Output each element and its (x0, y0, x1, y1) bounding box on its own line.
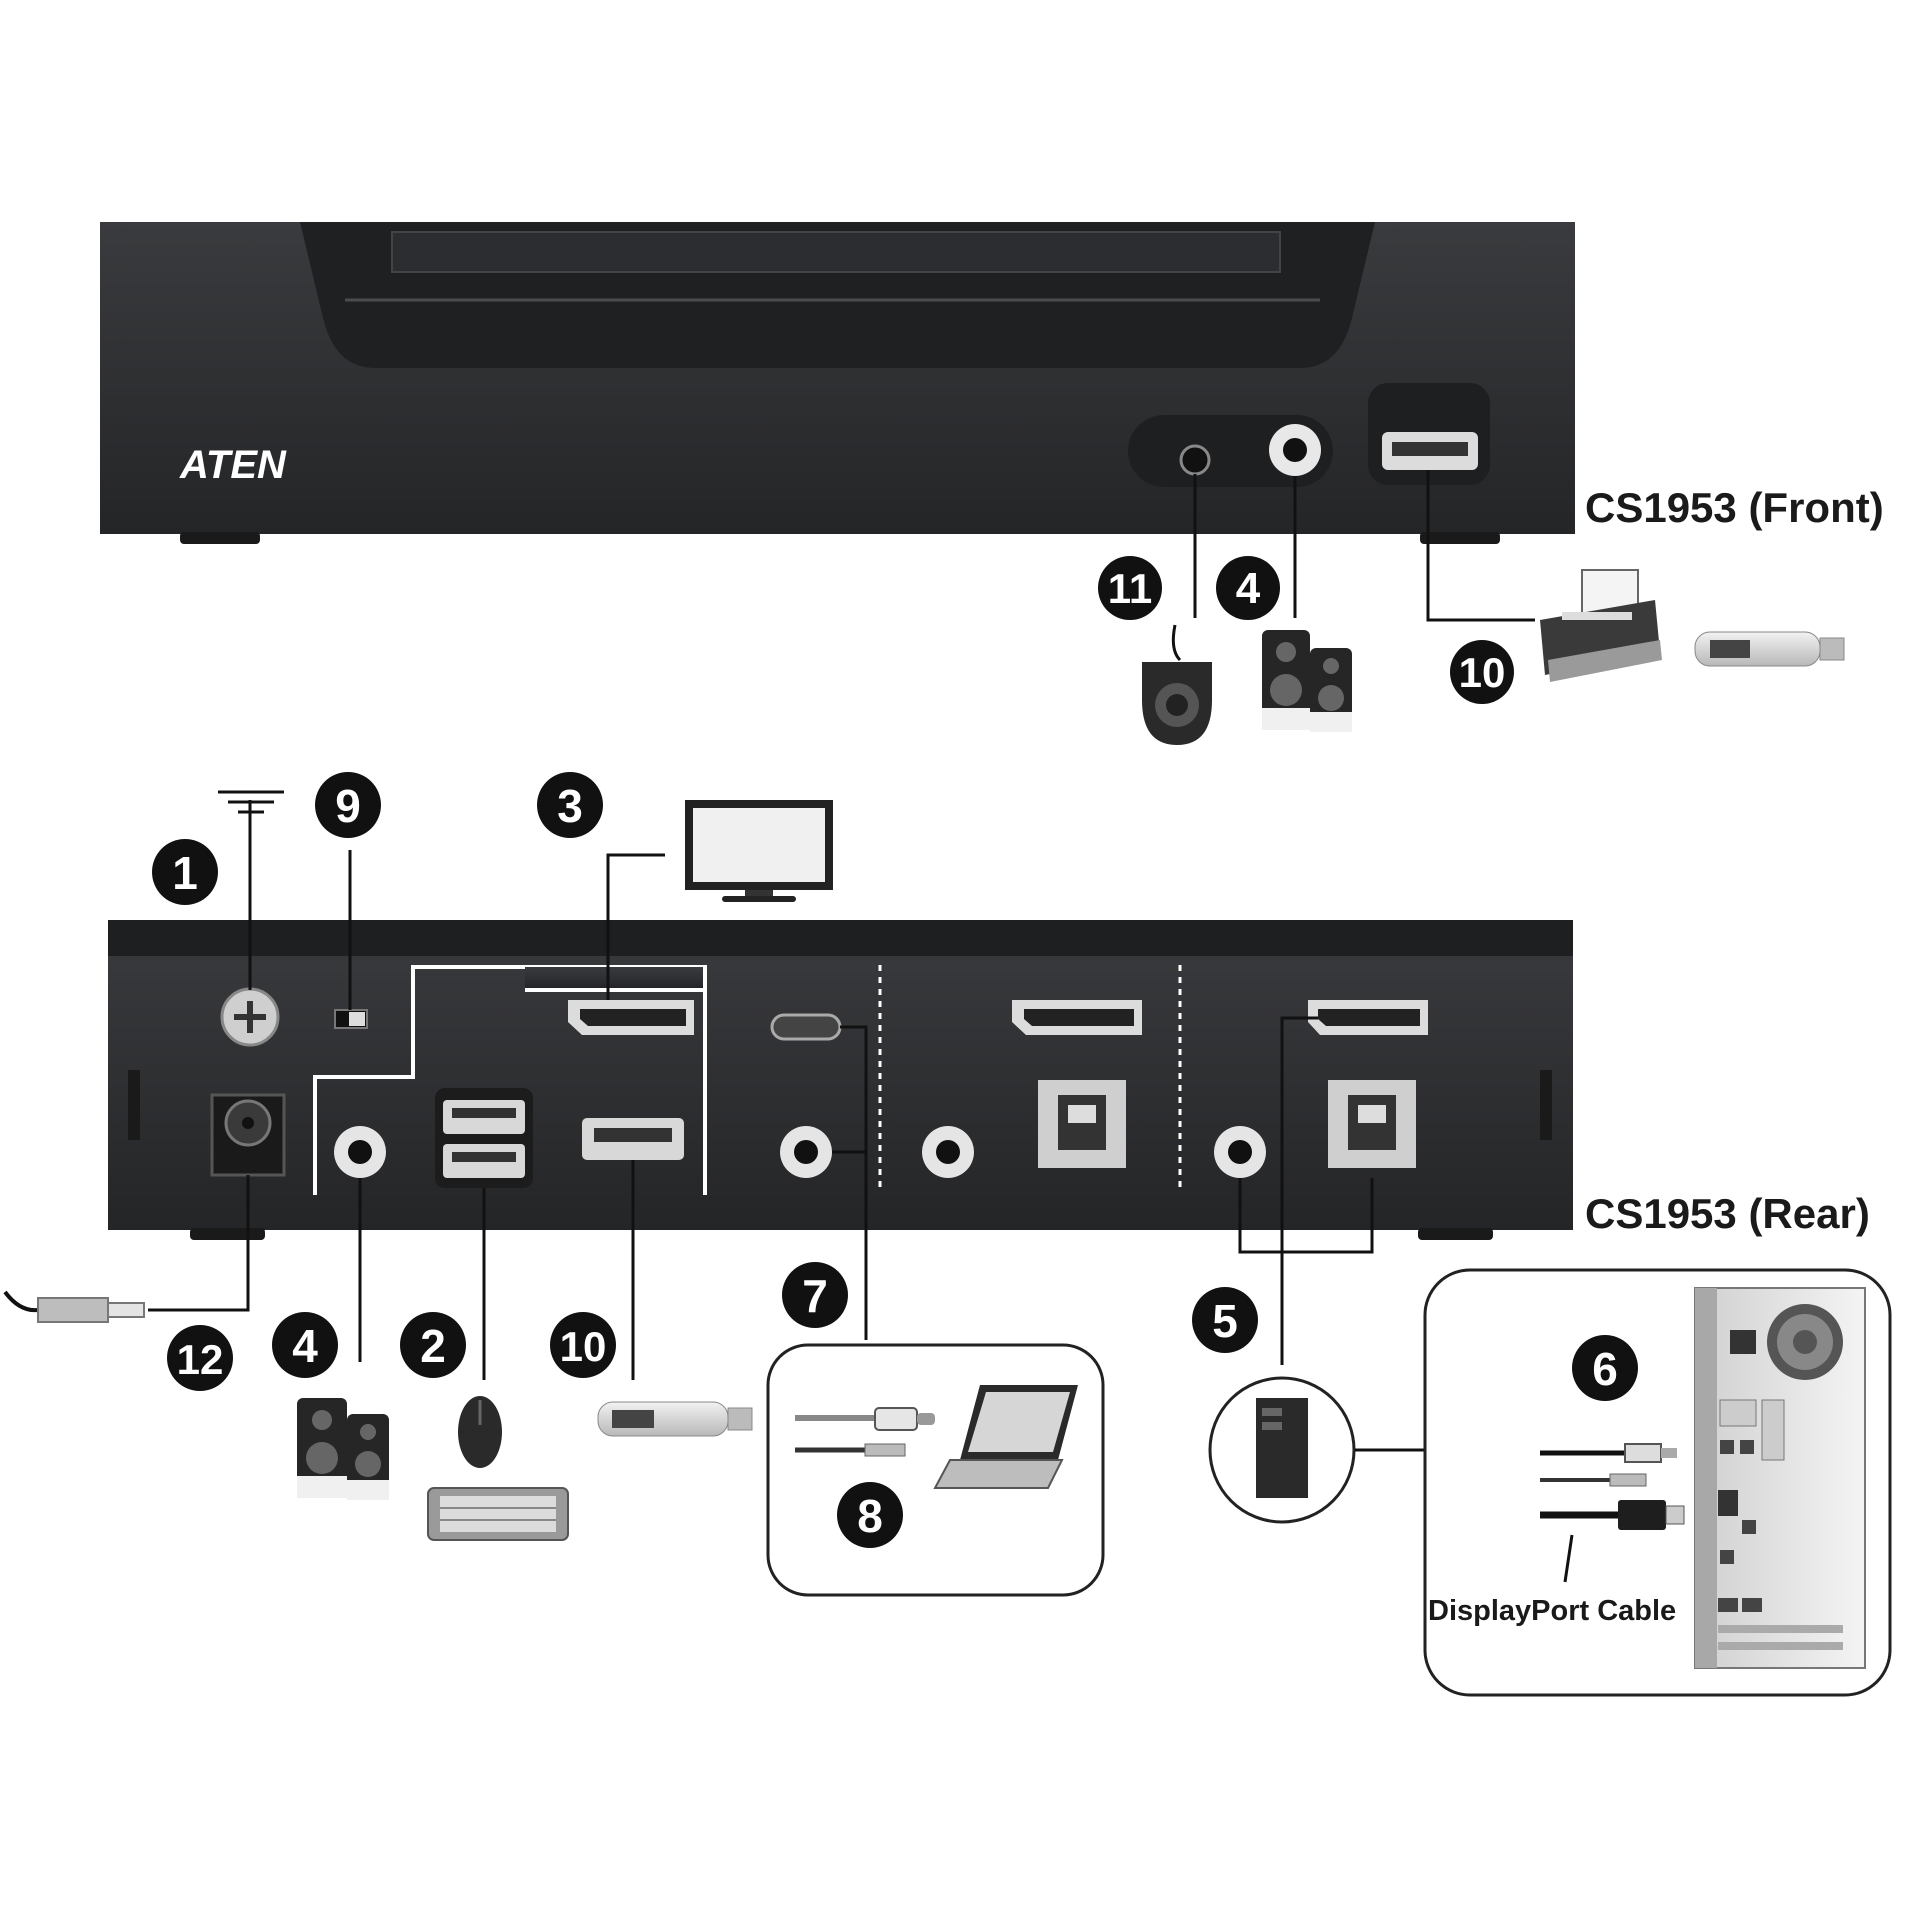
callout-12: 12 (167, 1325, 233, 1391)
ground-symbol-icon (218, 790, 284, 814)
mic-jack (1179, 444, 1211, 476)
svg-text:1: 1 (172, 847, 198, 899)
pc-detail-box: DisplayPort Cable (1423, 1268, 1892, 1697)
lead-displayport-cable (1563, 1534, 1574, 1583)
svg-text:2: 2 (420, 1320, 446, 1372)
console-section-outline (313, 965, 707, 1195)
callout-9: 9 (315, 772, 381, 838)
svg-text:6: 6 (1592, 1343, 1618, 1395)
svg-text:12: 12 (177, 1336, 224, 1383)
callout-7: 7 (782, 1262, 848, 1328)
lead-console-monitor (606, 853, 665, 1000)
front-title: CS1953 (Front) (1585, 484, 1884, 531)
microphone-icon (1142, 624, 1212, 745)
pc-tower-small-icon (1208, 1376, 1356, 1524)
callout-8: 8 (837, 1482, 903, 1548)
callout-1: 1 (152, 839, 218, 905)
svg-text:7: 7 (802, 1270, 828, 1322)
grounding-screw (220, 987, 280, 1047)
flash-drive-icon-front (1694, 631, 1845, 667)
speakers-icon-front (1262, 630, 1352, 732)
laptop-icon (933, 1385, 1078, 1489)
lead-usb-front (1426, 470, 1535, 622)
svg-text:4: 4 (1236, 564, 1261, 613)
svg-text:3: 3 (557, 780, 583, 832)
callout-3: 3 (537, 772, 603, 838)
lead-power (148, 1175, 250, 1312)
pc-tower-icon (1694, 1287, 1866, 1669)
aten-logo: ATEN (179, 443, 287, 487)
rear-foot-left (190, 1228, 265, 1240)
callout-2: 2 (400, 1312, 466, 1378)
pc1-usb-c-port (770, 1013, 842, 1041)
callout-6: 6 (1572, 1335, 1638, 1401)
svg-text:9: 9 (335, 780, 361, 832)
callout-5: 5 (1192, 1287, 1258, 1353)
printer-icon (1540, 569, 1662, 682)
callout-4-front: 4 (1216, 556, 1280, 620)
usb-cable-icon (1540, 1443, 1677, 1463)
lead-pc3-audio-usb (1238, 1178, 1374, 1254)
displayport-cable-icon (1540, 1500, 1685, 1530)
power-adapter-plug-icon (3, 1290, 145, 1323)
monitor-icon (685, 800, 833, 902)
callout-11: 11 (1098, 556, 1162, 620)
svg-text:8: 8 (857, 1490, 883, 1542)
front-panel: ATEN CS1953 (Front) (100, 222, 1884, 544)
lead-pc1-usb-c (840, 1025, 868, 1340)
svg-text:10: 10 (560, 1323, 607, 1370)
flash-drive-icon-rear (597, 1401, 753, 1437)
rear-title: CS1953 (Rear) (1585, 1190, 1870, 1237)
rear-foot-right (1418, 1228, 1493, 1240)
lead-pc3-displayport (1280, 1016, 1318, 1365)
keyboard-icon (427, 1487, 569, 1541)
pc1-laptop-box (766, 1343, 1105, 1597)
audio-cable-icon (1540, 1473, 1647, 1487)
callout-10-front: 10 (1450, 640, 1514, 704)
svg-text:11: 11 (1108, 565, 1152, 612)
front-foot-left (180, 532, 260, 544)
callout-4-rear: 4 (272, 1312, 338, 1378)
front-foot-right (1420, 532, 1500, 544)
displayport-cable-label: DisplayPort Cable (1428, 1595, 1676, 1627)
svg-text:5: 5 (1212, 1295, 1238, 1347)
callout-10-rear: 10 (550, 1312, 616, 1378)
svg-text:10: 10 (1459, 649, 1506, 696)
speakers-icon-rear (297, 1398, 389, 1500)
mouse-icon (458, 1396, 502, 1468)
svg-text:4: 4 (292, 1320, 318, 1372)
rear-panel: CS1953 (Rear) (108, 920, 1870, 1240)
